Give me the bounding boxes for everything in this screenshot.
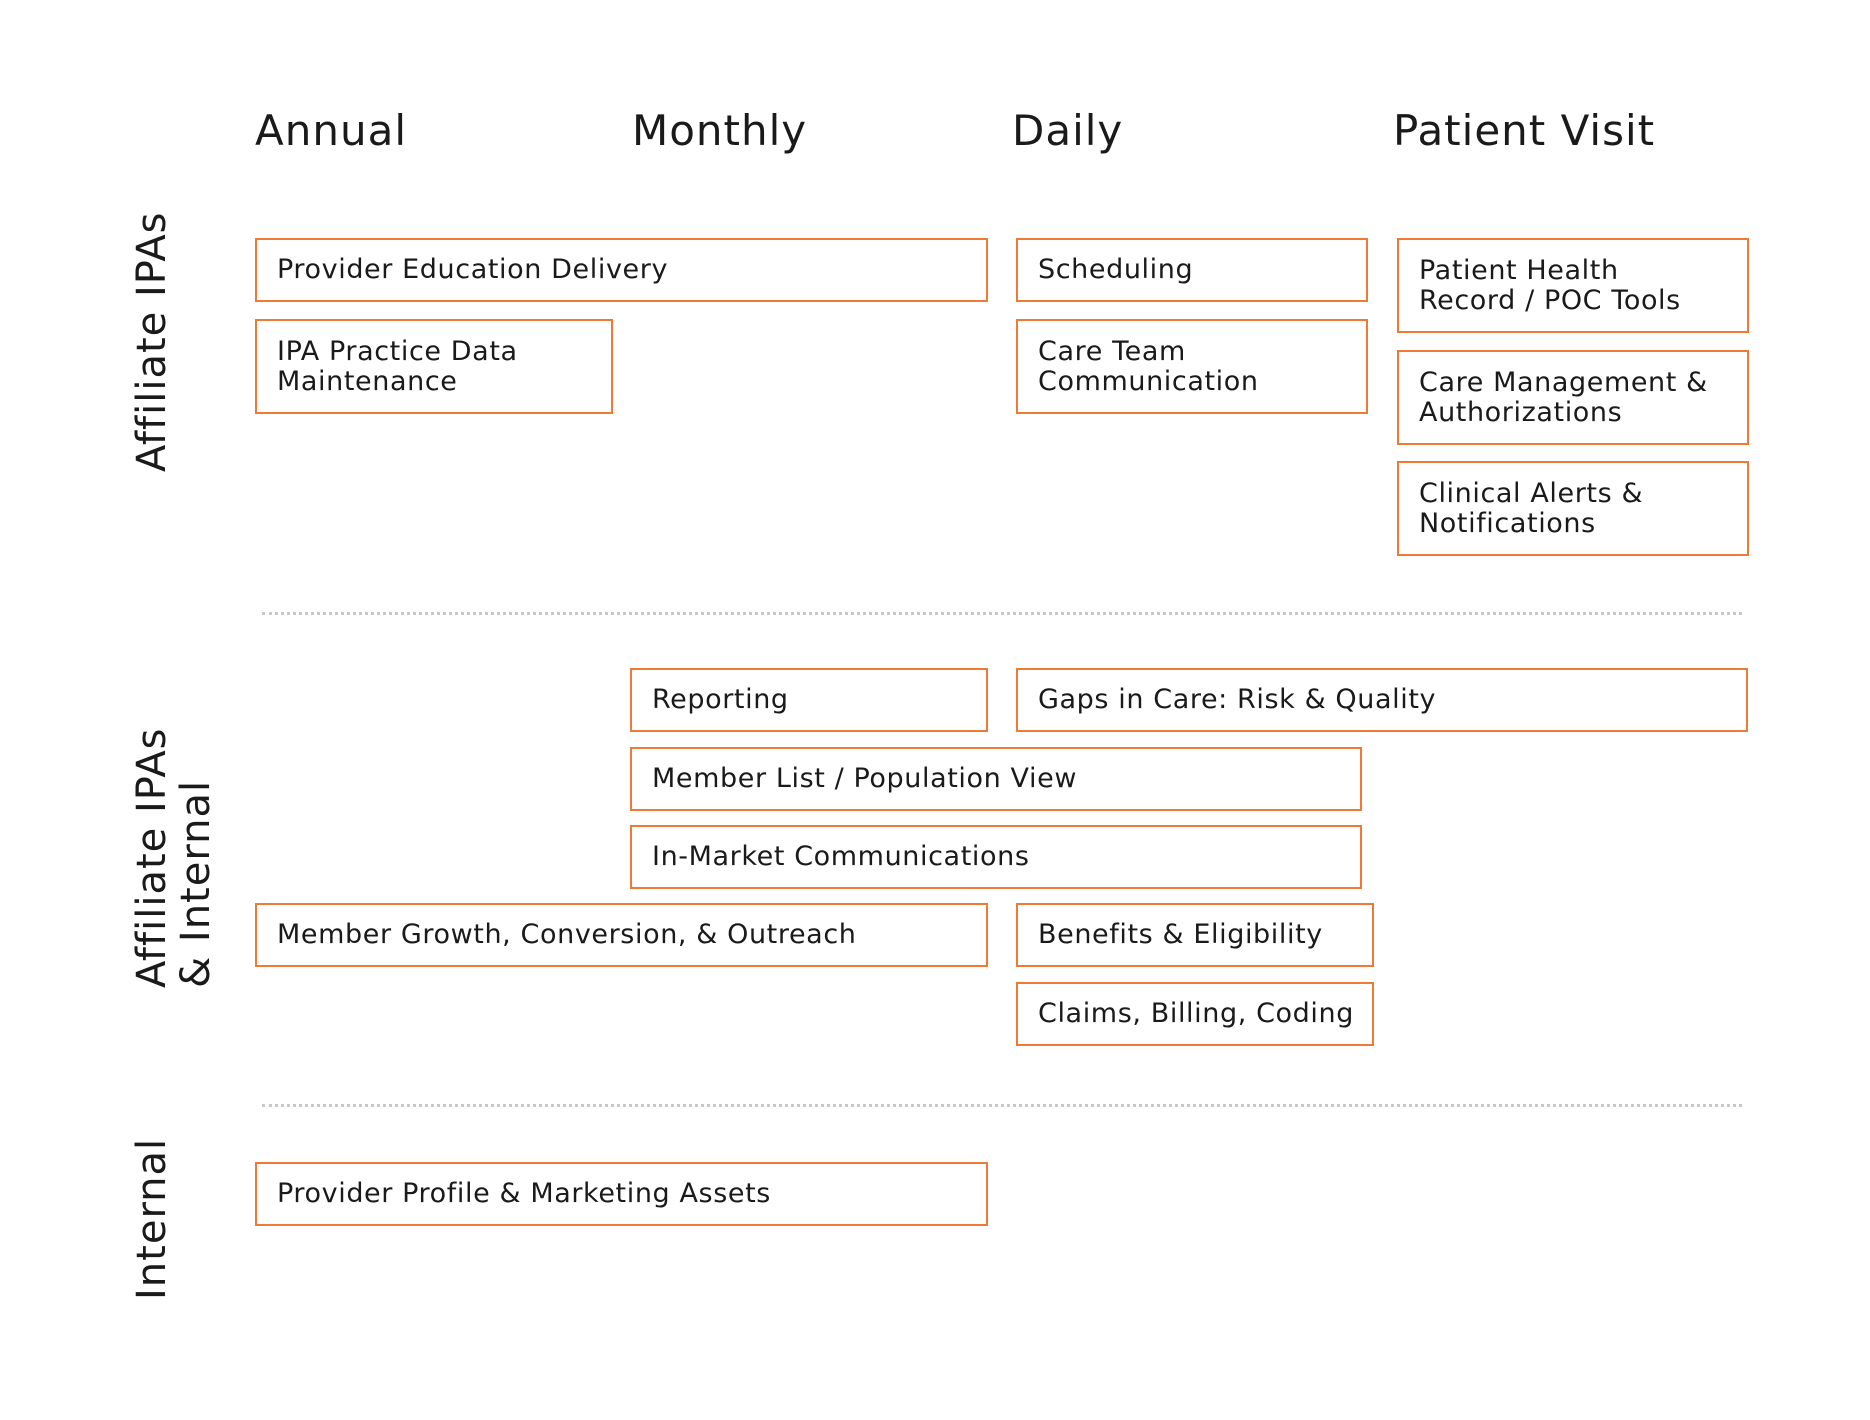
box-member-growth-conversion-outreach[interactable]: Member Growth, Conversion, & Outreach bbox=[255, 903, 988, 967]
box-label: Provider Education Delivery bbox=[277, 254, 669, 285]
box-clinical-alerts-notifications[interactable]: Clinical Alerts & Notifications bbox=[1397, 461, 1749, 556]
box-provider-profile-marketing-assets[interactable]: Provider Profile & Marketing Assets bbox=[255, 1162, 988, 1226]
row-label-affiliate-ipas-internal: Affiliate IPAs & Internal bbox=[129, 727, 219, 988]
column-header-monthly: Monthly bbox=[632, 106, 808, 155]
box-label: Clinical Alerts & Notifications bbox=[1419, 477, 1644, 539]
box-member-list-population-view[interactable]: Member List / Population View bbox=[630, 747, 1362, 811]
row-label-affiliate-internal-line1: Affiliate IPAs bbox=[129, 727, 175, 988]
box-label: Claims, Billing, Coding bbox=[1038, 998, 1354, 1029]
box-label: Scheduling bbox=[1038, 254, 1194, 285]
box-label: In-Market Communications bbox=[652, 841, 1030, 872]
box-label: Care Management & Authorizations bbox=[1419, 366, 1708, 428]
box-reporting[interactable]: Reporting bbox=[630, 668, 988, 732]
box-label: Reporting bbox=[652, 684, 789, 715]
box-claims-billing-coding[interactable]: Claims, Billing, Coding bbox=[1016, 982, 1374, 1046]
box-label: Gaps in Care: Risk & Quality bbox=[1038, 684, 1437, 715]
box-label: Member Growth, Conversion, & Outreach bbox=[277, 919, 857, 950]
box-benefits-eligibility[interactable]: Benefits & Eligibility bbox=[1016, 903, 1374, 967]
box-label: Patient Health Record / POC Tools bbox=[1419, 254, 1681, 316]
row-label-internal: Internal bbox=[129, 1137, 175, 1300]
box-label: Benefits & Eligibility bbox=[1038, 919, 1323, 950]
box-label: Care Team Communication bbox=[1038, 335, 1259, 397]
row-label-affiliate-internal-line2: & Internal bbox=[173, 779, 219, 988]
box-provider-education-delivery[interactable]: Provider Education Delivery bbox=[255, 238, 988, 302]
column-header-patient-visit: Patient Visit bbox=[1393, 106, 1656, 155]
box-scheduling[interactable]: Scheduling bbox=[1016, 238, 1368, 302]
section-divider-2 bbox=[262, 1104, 1742, 1107]
box-care-team-communication[interactable]: Care Team Communication bbox=[1016, 319, 1368, 414]
section-divider-1 bbox=[262, 612, 1742, 615]
box-care-management-authorizations[interactable]: Care Management & Authorizations bbox=[1397, 350, 1749, 445]
box-label: IPA Practice Data Maintenance bbox=[277, 335, 518, 397]
row-label-affiliate-ipas: Affiliate IPAs bbox=[129, 211, 175, 472]
box-patient-health-record[interactable]: Patient Health Record / POC Tools bbox=[1397, 238, 1749, 333]
column-header-daily: Daily bbox=[1012, 106, 1124, 155]
box-label: Member List / Population View bbox=[652, 763, 1078, 794]
box-label: Provider Profile & Marketing Assets bbox=[277, 1178, 771, 1209]
box-ipa-practice-data-maintenance[interactable]: IPA Practice Data Maintenance bbox=[255, 319, 613, 414]
box-gaps-in-care[interactable]: Gaps in Care: Risk & Quality bbox=[1016, 668, 1748, 732]
box-in-market-communications[interactable]: In-Market Communications bbox=[630, 825, 1362, 889]
column-header-annual: Annual bbox=[255, 106, 407, 155]
